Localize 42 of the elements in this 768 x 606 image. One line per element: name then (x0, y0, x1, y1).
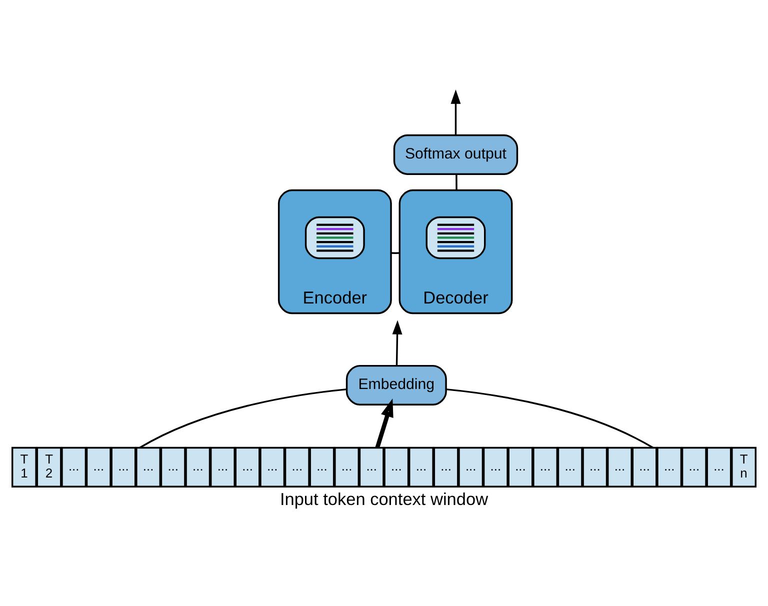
node-box: T n (731, 446, 757, 488)
node-box: ... (358, 446, 384, 488)
node-box: T 2 (36, 446, 62, 488)
node-box: ... (210, 446, 236, 488)
node-box: ... (284, 446, 310, 488)
arrow (450, 90, 461, 136)
node-box: ... (607, 446, 632, 488)
node-box: ... (334, 446, 360, 488)
node-box: ... (384, 446, 410, 488)
node-box: ... (681, 446, 707, 488)
connector (390, 252, 400, 254)
node-box: ... (433, 446, 459, 488)
cluster: Decoder (398, 189, 513, 314)
node-box: ... (582, 446, 608, 488)
node-box: ... (185, 446, 211, 488)
node-box: T 1 (11, 446, 37, 488)
node-box: ... (508, 446, 534, 488)
node-box: ... (408, 446, 434, 488)
node-picture (426, 216, 486, 260)
caption: Input token context window (280, 488, 488, 509)
node-box: ... (532, 446, 558, 488)
arrow (375, 398, 394, 448)
node-box: ... (110, 446, 136, 488)
node-box: ... (309, 446, 335, 488)
node-box: ... (234, 446, 260, 488)
cluster: Encoder (278, 189, 392, 314)
node-box: ... (86, 446, 112, 488)
node-box: ... (458, 446, 484, 488)
node-box: ... (260, 446, 286, 488)
node-box: ... (61, 446, 87, 488)
node-box: ... (656, 446, 682, 488)
node-box: ... (632, 446, 658, 488)
node-box: Softmax output (393, 134, 518, 175)
connector (456, 174, 458, 190)
node-box: Embedding (346, 364, 447, 406)
node-box: ... (482, 446, 508, 488)
node-picture (304, 216, 365, 260)
arrow (392, 320, 402, 366)
node-box: ... (160, 446, 186, 488)
node-box: ... (136, 446, 161, 488)
node-box: ... (557, 446, 583, 488)
node-box: ... (706, 446, 732, 488)
